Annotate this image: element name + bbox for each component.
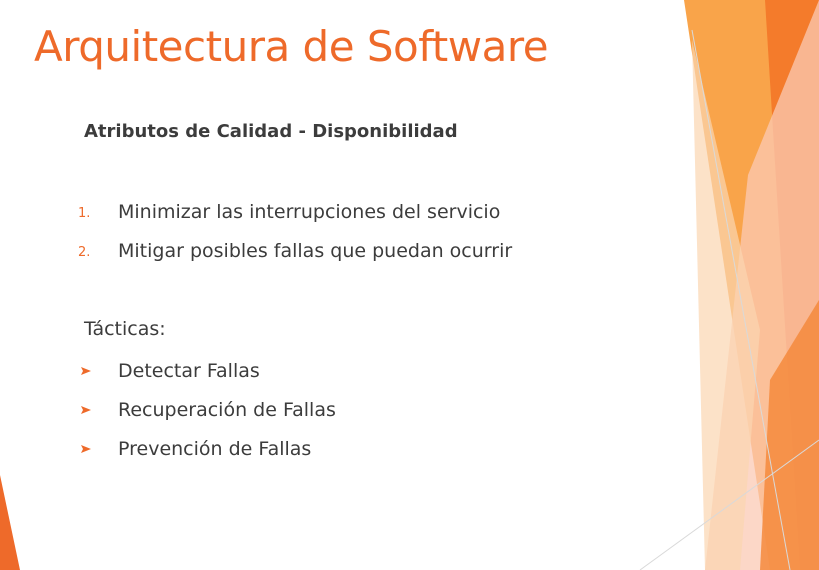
left-accent-sliver	[0, 475, 20, 570]
list-item-text: Minimizar las interrupciones del servici…	[118, 201, 501, 223]
tactics-heading: Tácticas:	[84, 318, 166, 340]
arrowhead-right-icon	[81, 406, 91, 414]
slide-subtitle: Atributos de Calidad - Disponibilidad	[84, 121, 458, 142]
arrowhead-right-icon	[81, 367, 91, 375]
arrowhead-right-icon	[81, 445, 91, 453]
right-facet-mid	[692, 40, 760, 570]
list-item-text: Detectar Fallas	[118, 360, 260, 382]
right-facet-deep	[760, 300, 819, 570]
list-number: 1.	[78, 206, 91, 221]
list-item-text: Prevención de Fallas	[118, 438, 312, 460]
slide-title: Arquitectura de Software	[34, 22, 549, 71]
list-item-text: Recuperación de Fallas	[118, 399, 336, 421]
list-number: 2.	[78, 245, 91, 260]
deco-line-1	[691, 29, 791, 570]
list-item-text: Mitigar posibles fallas que puedan ocurr…	[118, 240, 513, 262]
deco-line-2	[639, 439, 819, 570]
